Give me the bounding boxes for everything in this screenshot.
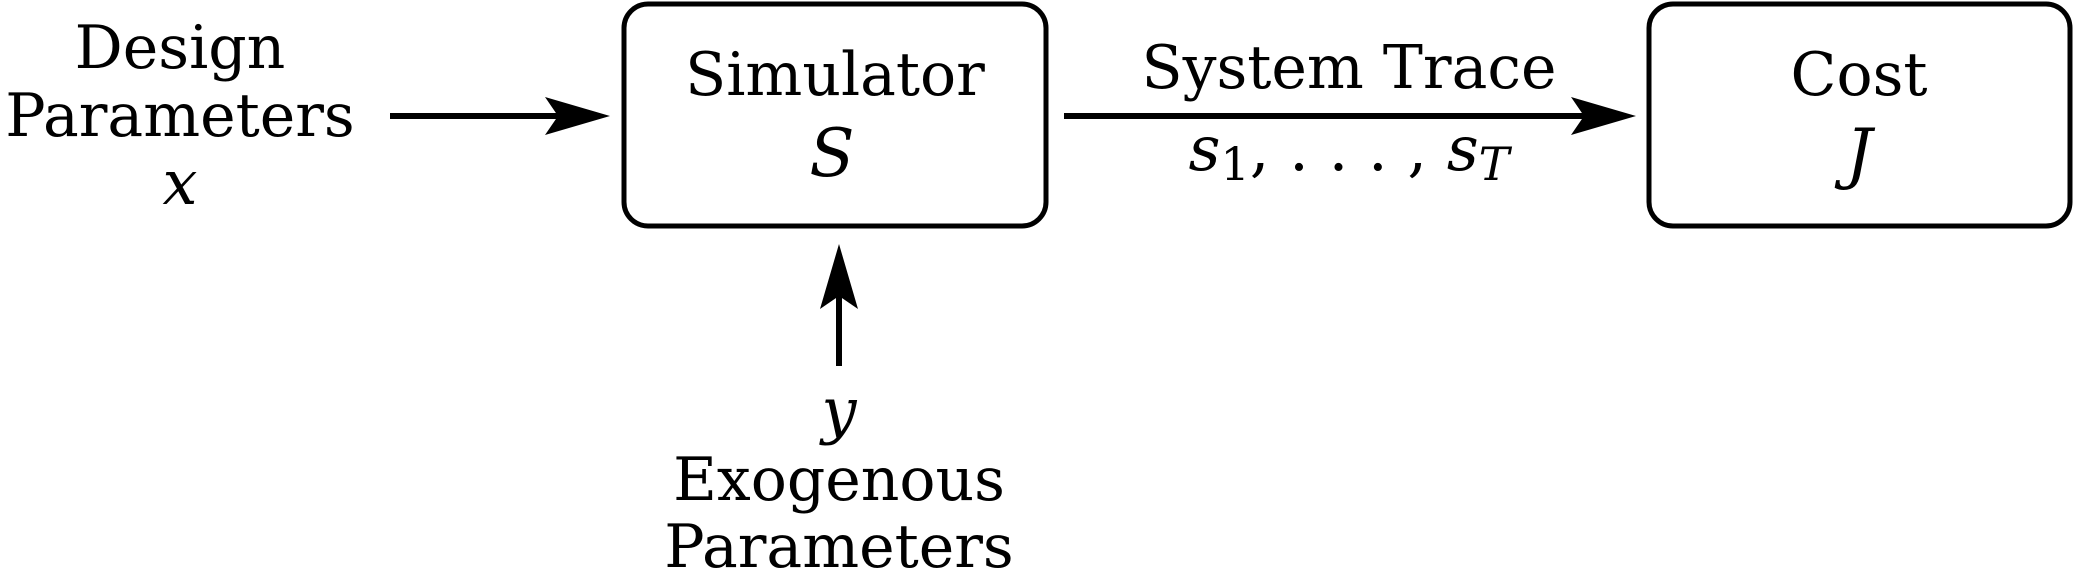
design-parameters-input: Design Parameters x [5, 13, 354, 219]
exogenous-parameters-input: y Exogenous Parameters [664, 374, 1013, 572]
cost-label: Cost [1791, 40, 1928, 110]
system-trace-label: System Trace [1142, 33, 1557, 103]
trace-first-subscript: 1 [1220, 137, 1249, 191]
arrow-design-to-simulator [390, 97, 610, 135]
arrow-design-to-simulator-head [545, 97, 610, 135]
cost-node: Cost J [1646, 1, 2073, 229]
trace-last-symbol: s [1447, 112, 1479, 185]
simulator-box [621, 1, 1049, 229]
simulator-node: Simulator S [621, 1, 1049, 229]
design-parameters-line1: Design [75, 13, 286, 83]
arrow-exogenous-to-simulator-head [820, 244, 858, 309]
design-parameters-symbol: x [163, 146, 198, 219]
design-parameters-line2: Parameters [5, 81, 354, 151]
trace-first-symbol: s [1189, 112, 1221, 185]
system-trace-sequence: s1, . . . , sT [1189, 112, 1513, 191]
exogenous-parameters-line1: Exogenous [673, 445, 1005, 515]
cost-box [1646, 1, 2073, 229]
exogenous-parameters-symbol: y [818, 374, 857, 447]
arrow-exogenous-to-simulator [820, 244, 858, 366]
arrow-simulator-to-cost: System Trace s1, . . . , sT [1064, 33, 1636, 191]
trace-separator: , . . . , [1250, 112, 1447, 185]
trace-last-subscript: T [1479, 137, 1513, 191]
exogenous-parameters-line2: Parameters [664, 512, 1013, 572]
simulator-symbol: S [809, 115, 854, 192]
simulator-label: Simulator [685, 40, 985, 110]
arrow-simulator-to-cost-head [1571, 97, 1636, 135]
